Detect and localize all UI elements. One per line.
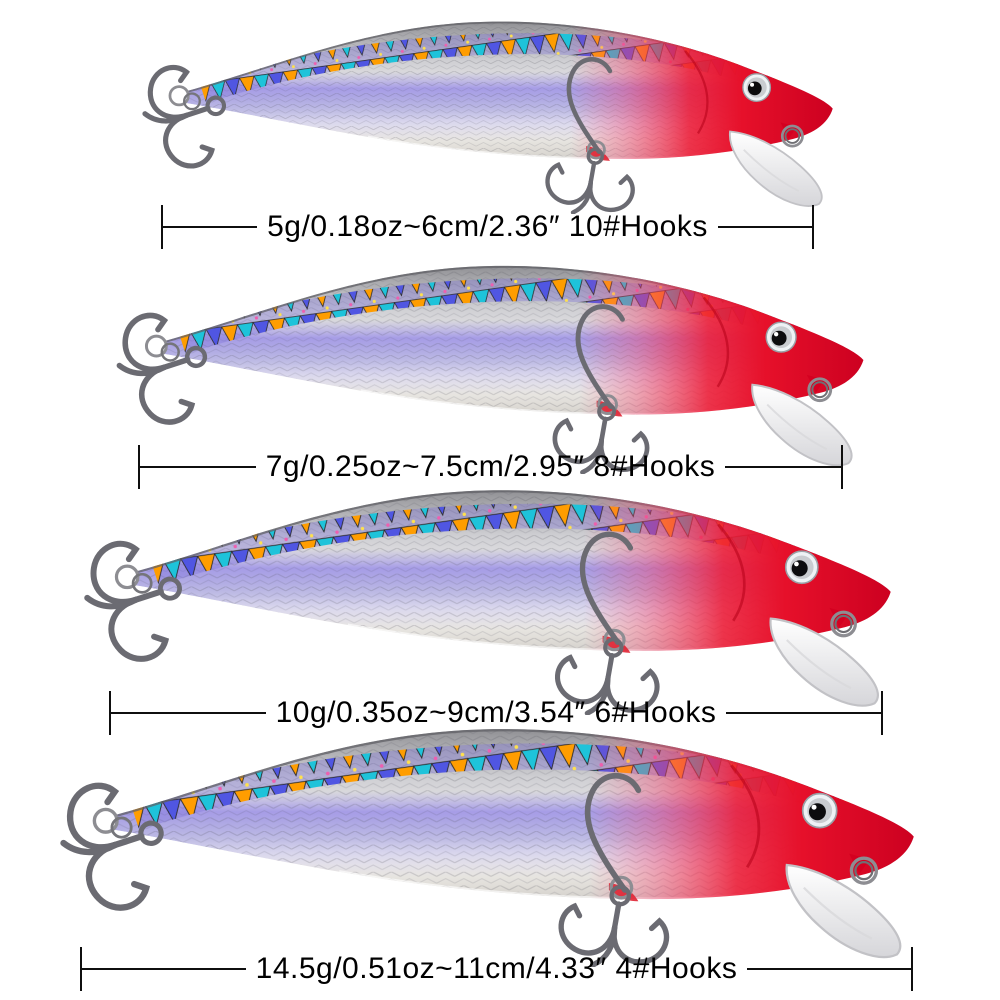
size-label-2: 7g/0.25oz~7.5cm/2.95″ 8#Hooks — [265, 450, 716, 483]
dimension-row-4: 14.5g/0.51oz~11cm/4.33″ 4#Hooks — [80, 946, 913, 992]
fishing-lure-image-2 — [112, 236, 882, 474]
dimension-line-left-4 — [80, 947, 246, 991]
size-label-4: 14.5g/0.51oz~11cm/4.33″ 4#Hooks — [255, 952, 738, 985]
dimension-line-right-4 — [747, 947, 913, 991]
fishing-lure-image-1 — [138, 0, 850, 214]
dimension-line-right-1 — [717, 205, 815, 249]
dimension-row-1: 5g/0.18oz~6cm/2.36″ 10#Hooks — [161, 204, 815, 250]
size-label-1: 5g/0.18oz~6cm/2.36″ 10#Hooks — [267, 210, 708, 243]
dimension-row-3: 10g/0.35oz~9cm/3.54″ 6#Hooks — [109, 690, 883, 736]
size-label-3: 10g/0.35oz~9cm/3.54″ 6#Hooks — [275, 696, 717, 729]
dimension-row-2: 7g/0.25oz~7.5cm/2.95″ 8#Hooks — [138, 444, 844, 490]
dimension-line-left-1 — [161, 205, 258, 249]
fishing-lure-image-3 — [80, 458, 910, 715]
dimension-line-left-3 — [109, 691, 266, 735]
dimension-line-left-2 — [138, 445, 256, 489]
dimension-line-right-2 — [725, 445, 844, 489]
dimension-line-right-3 — [726, 691, 883, 735]
fishing-lure-image-4 — [55, 695, 935, 967]
